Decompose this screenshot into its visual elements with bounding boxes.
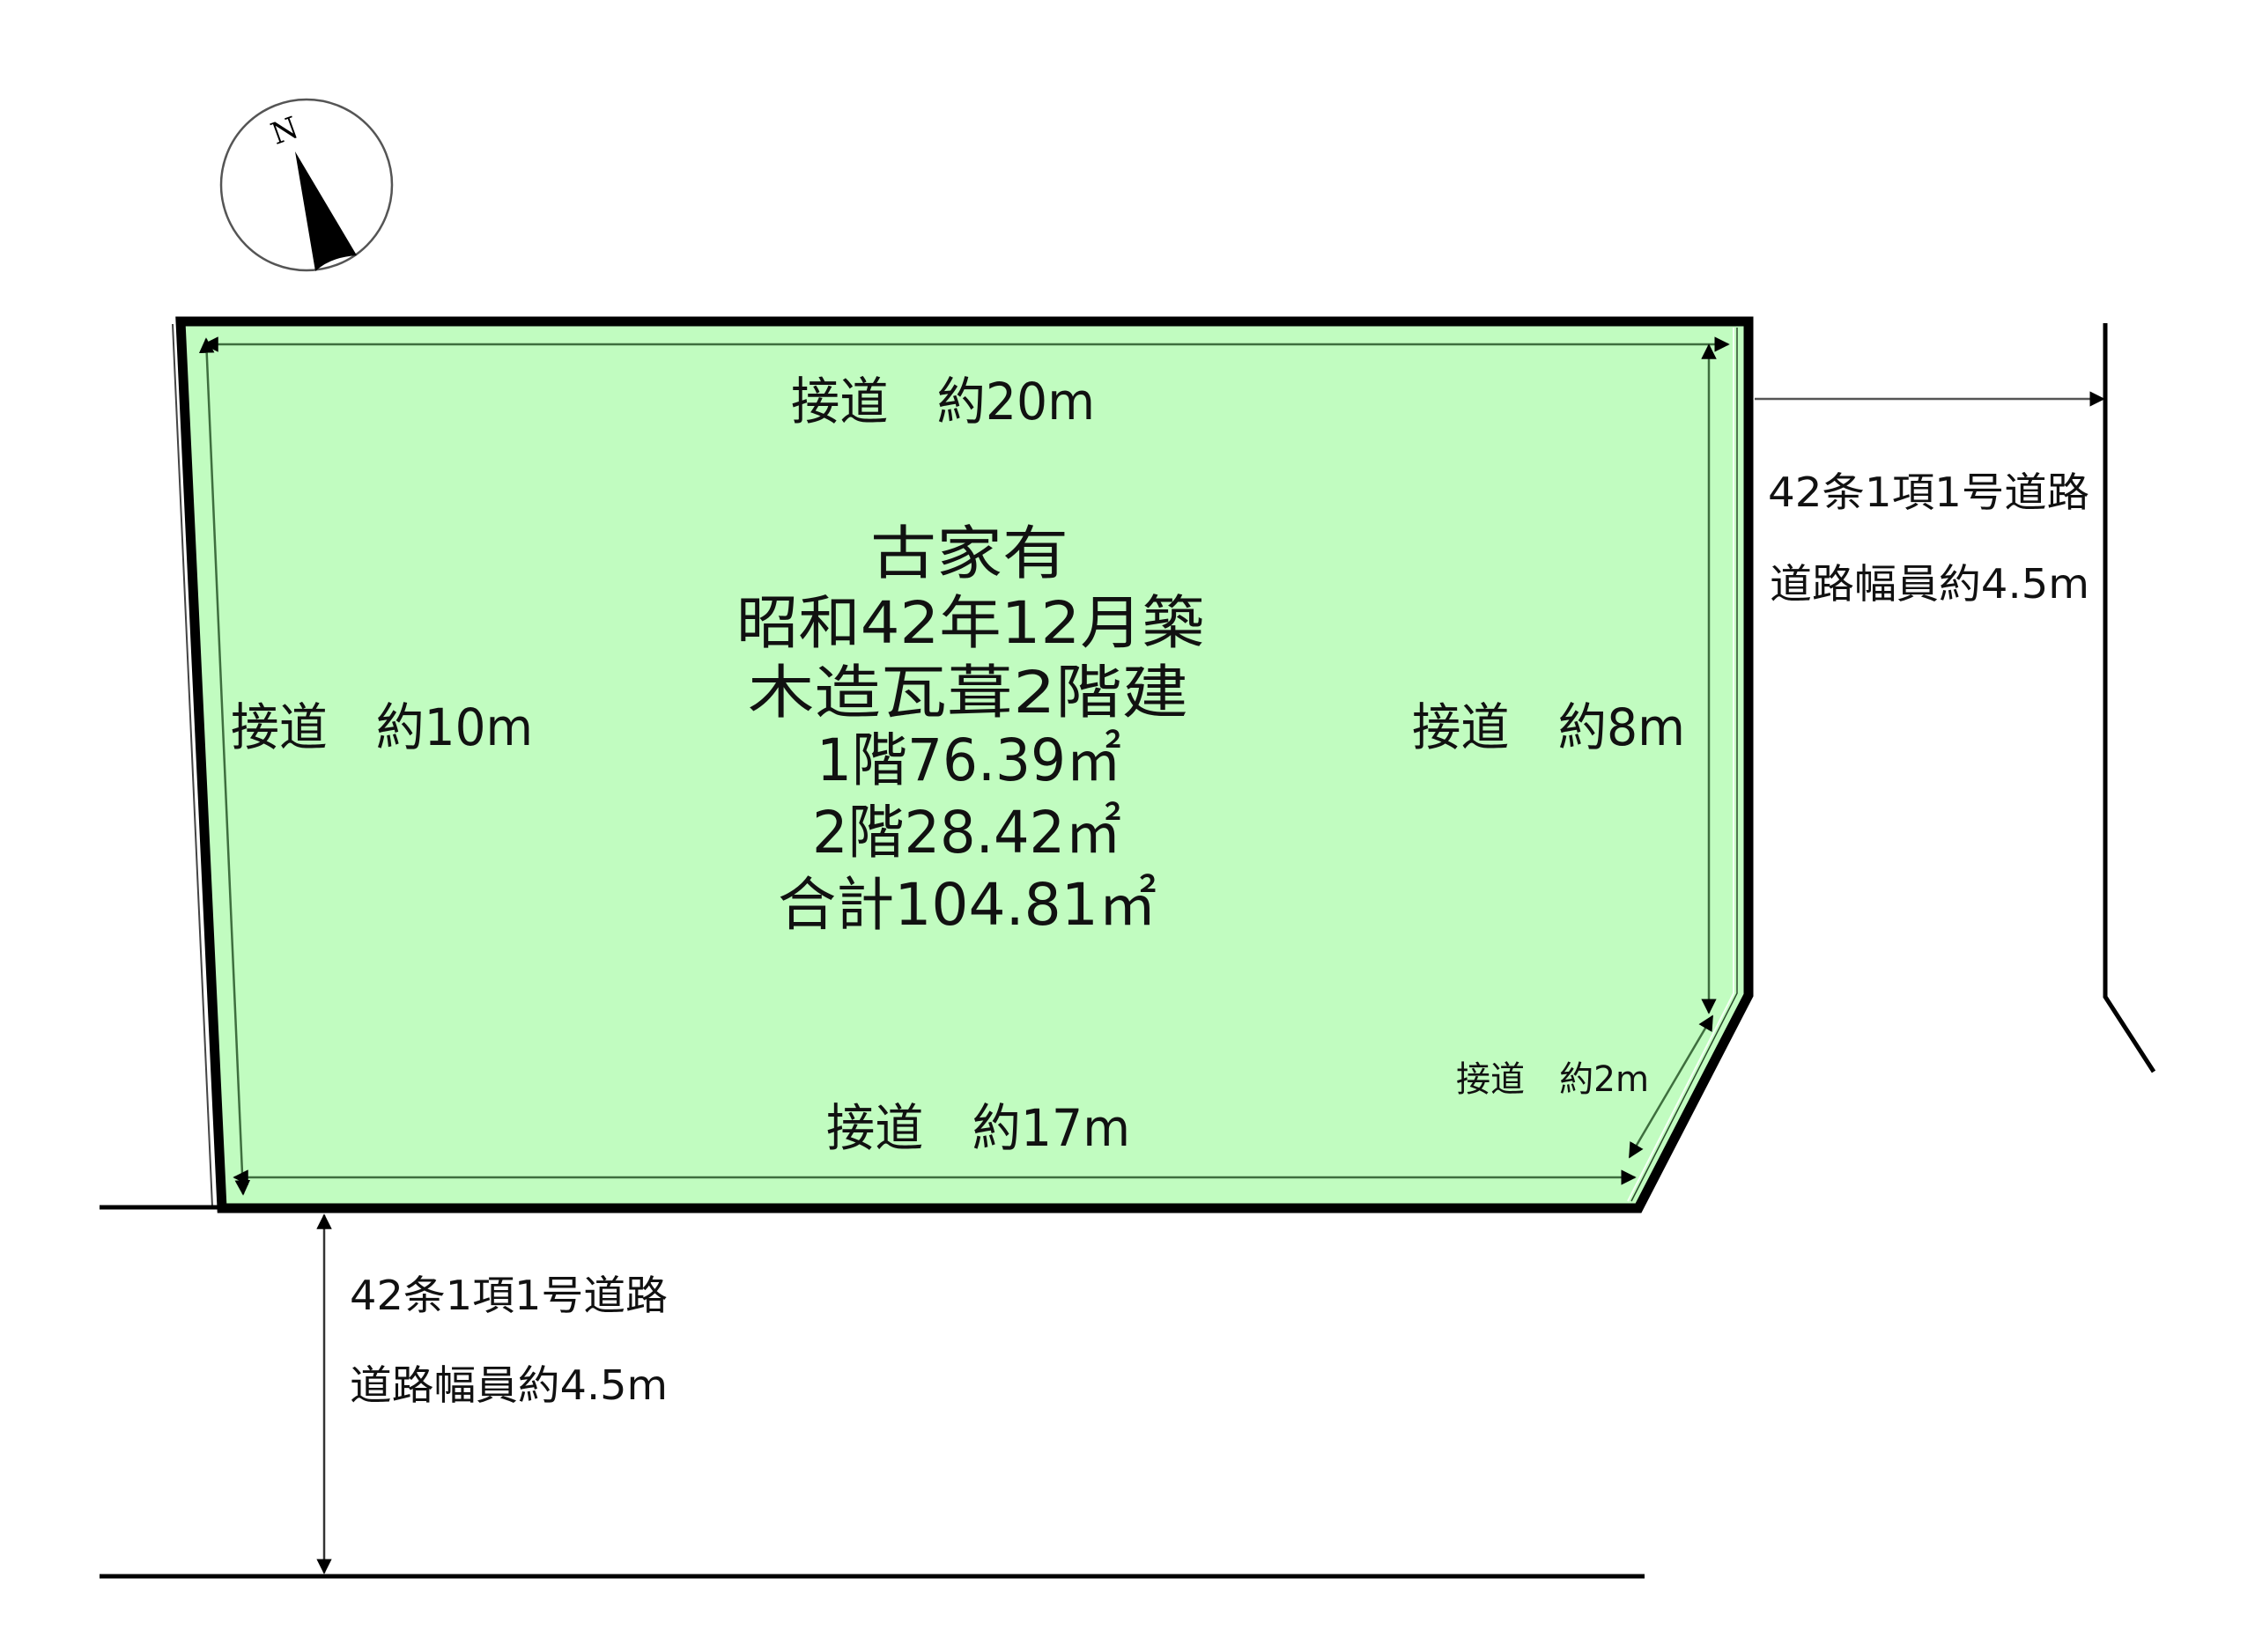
building-status: 古家有 [870, 520, 1068, 587]
left-frontage-label: 接道 約10m [231, 697, 533, 757]
east-road-width: 道路幅員約4.5m [1770, 560, 2089, 608]
left-frontage-dimension [198, 337, 251, 1196]
right-frontage-label: 接道 約8m [1412, 697, 1685, 757]
corner-frontage-dimension [1628, 1014, 1714, 1159]
north-compass-icon: N [219, 98, 394, 272]
corner-frontage-label: 接道 約2m [1456, 1059, 1649, 1100]
building-info: 古家有 昭和42年12月築 木造瓦葺2階建 1階76.39㎡ 2階28.42㎡ … [736, 520, 1204, 939]
floor2-area: 2階28.42㎡ [812, 799, 1121, 867]
south-road-width: 道路幅員約4.5m [350, 1361, 668, 1409]
total-floor-area: 合計104.81㎡ [778, 871, 1157, 939]
east-road-type: 42条1項1号道路 [1768, 468, 2089, 516]
bottom-frontage-label: 接道 約17m [826, 1098, 1130, 1158]
south-road-type: 42条1項1号道路 [350, 1272, 668, 1319]
building-built-date: 昭和42年12月築 [736, 589, 1204, 657]
top-frontage-label: 接道 約20m [791, 372, 1095, 431]
dimension-lines [198, 336, 1730, 1196]
floor1-area: 1階76.39㎡ [817, 726, 1121, 794]
east-road-edge-far [2103, 323, 2156, 1073]
building-structure: 木造瓦葺2階建 [748, 659, 1188, 726]
roads [100, 323, 2156, 1579]
